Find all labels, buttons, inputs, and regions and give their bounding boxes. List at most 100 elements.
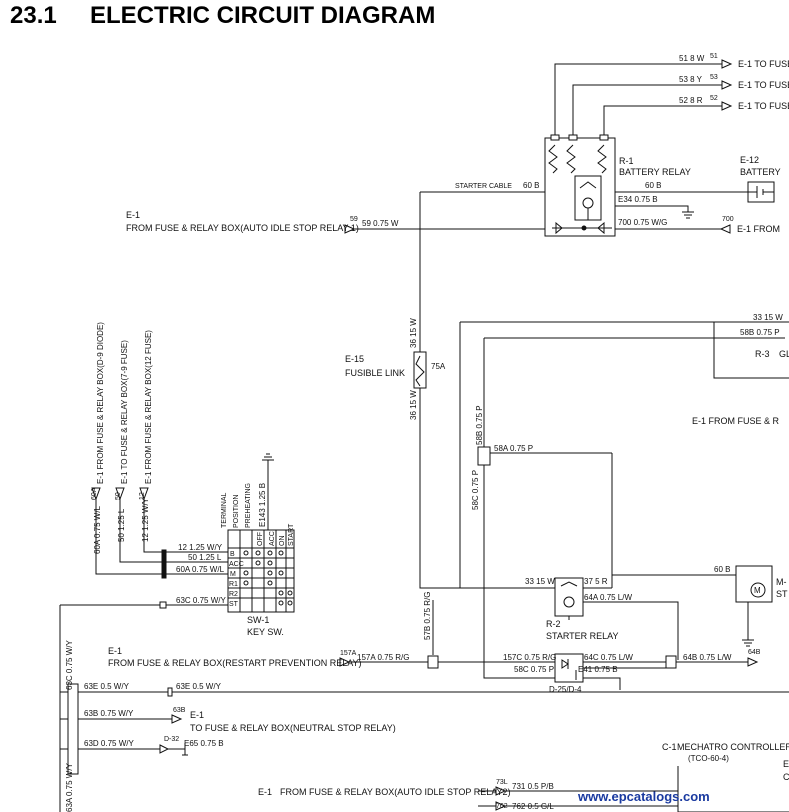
page-title: ELECTRIC CIRCUIT DIAGRAM bbox=[90, 2, 436, 29]
motor-name: ST bbox=[776, 589, 788, 599]
vsrc-12-pin: 12 bbox=[139, 492, 146, 500]
restart-wire: 157A 0.75 R/G bbox=[357, 653, 409, 662]
pin-700: 700 bbox=[722, 216, 734, 223]
battery-relay-id: R-1 bbox=[619, 156, 634, 166]
bus-dest-63b: TO FUSE & RELAY BOX(NEUTRAL STOP RELAY) bbox=[190, 723, 396, 733]
bus-wire-63d: 63D 0.75 W/Y bbox=[84, 739, 134, 748]
ks-col-acc: ACC bbox=[269, 531, 276, 546]
bus-pin-63b: 63B bbox=[173, 707, 186, 714]
ks-col-start: START bbox=[288, 523, 295, 546]
bus-wire-63b: 63B 0.75 W/Y bbox=[84, 709, 134, 718]
wire-58a: 58A 0.75 P bbox=[494, 444, 533, 453]
bus-wire-e65: E65 0.75 B bbox=[184, 739, 224, 748]
vsrc-50-wire: 50 1.25 L bbox=[117, 508, 126, 542]
vsrc-12-wire: 12 1.25 W/Y bbox=[141, 497, 150, 542]
ks-row-r1: R1 bbox=[229, 581, 238, 588]
controller-id: C-1 bbox=[662, 742, 677, 752]
wire-59: 59 0.75 W bbox=[362, 219, 399, 228]
starter-relay: 33 15 W 37 5 R 64A 0.75 L/W 57B 0.75 R/G… bbox=[423, 577, 679, 660]
auto-idle2-src: E-1 bbox=[258, 787, 272, 797]
wire-36-bottom: 36 15 W bbox=[409, 390, 418, 420]
starter-motor: M 60 B M- ST bbox=[611, 453, 788, 647]
starter-cable-label: STARTER CABLE bbox=[455, 183, 512, 190]
auto-idle2-bottom-pin: 762 bbox=[496, 803, 508, 810]
glow-name: GLO bbox=[779, 349, 789, 359]
key-switch-name: KEY SW. bbox=[247, 627, 284, 637]
glow-relay: 33 15 W 58B 0.75 P R-3 GLO E-1 FROM FUSE… bbox=[459, 313, 789, 588]
bus-wire-63e-left: 63E 0.5 W/Y bbox=[84, 682, 130, 691]
section-number: 23.1 bbox=[10, 2, 57, 29]
ks-row-acc: ACC bbox=[229, 561, 244, 568]
vsrc-60a-dest: E-1 FROM FUSE & RELAY BOX(D-9 DIODE) bbox=[96, 322, 105, 484]
bus-d32: D-32 bbox=[164, 736, 179, 743]
ks-row-b: B bbox=[230, 551, 235, 558]
controller-name: MECHATRO CONTROLLER bbox=[677, 742, 789, 752]
wire-label-53: 53 8 Y bbox=[679, 75, 703, 84]
motor-wire-60b: 60 B bbox=[714, 565, 730, 574]
auto-idle2-src-name: FROM FUSE & RELAY BOX(AUTO IDLE STOP REL… bbox=[280, 787, 511, 797]
fusible-link: E-15 FUSIBLE LINK 75A 36 15 W 36 15 W bbox=[345, 192, 555, 589]
wire-58b-vert: 58B 0.75 P bbox=[475, 405, 484, 445]
watermark: www.epcatalogs.com bbox=[577, 789, 710, 804]
diode-wire-64b: 64B 0.75 L/W bbox=[683, 653, 732, 662]
motor-id: M- bbox=[776, 577, 787, 587]
pin-59: 59 bbox=[350, 216, 358, 223]
pin-52: 52 bbox=[710, 95, 718, 102]
wire-60b-right: 60 B bbox=[645, 181, 661, 190]
vsrc-60a-pin: 60A bbox=[91, 487, 98, 500]
ks-row-st: ST bbox=[229, 601, 239, 608]
ks-row-r2: R2 bbox=[229, 591, 238, 598]
sr-wire-33: 33 15 W bbox=[525, 577, 555, 586]
battery-relay: R-1 BATTERY RELAY STARTER CABLE 60 B 60 … bbox=[455, 134, 691, 237]
diode-wire-e41: E41 0.75 B bbox=[578, 665, 618, 674]
glow-id: R-3 bbox=[755, 349, 770, 359]
wire-e34: E34 0.75 B bbox=[618, 195, 658, 204]
bus-wire-63c: 63C 0.75 W/Y bbox=[65, 640, 74, 690]
wire-60b-left: 60 B bbox=[523, 181, 539, 190]
idle-stop-wire: E-1 FROM FUSE & RELAY BOX(AUTO IDLE STOP… bbox=[126, 210, 545, 234]
auto-idle2-bottom-wire: 762 0.5 G/L bbox=[512, 802, 554, 811]
auto-idle2-wire: 731 0.5 P/B bbox=[512, 782, 554, 791]
diode-wire-157c: 157C 0.75 R/G bbox=[503, 653, 556, 662]
vsrc-50-dest: E-1 TO FUSE & RELAY BOX(7-9 FUSE) bbox=[120, 340, 129, 484]
battery-name: BATTERY bbox=[740, 167, 781, 177]
vsrc-60a-wire: 60A 0.75 W/L bbox=[93, 505, 102, 554]
ground-e34 bbox=[615, 205, 694, 219]
ks-col-on: ON bbox=[279, 536, 286, 547]
sr-wire-57b: 57B 0.75 R/G bbox=[423, 592, 432, 640]
diode-wire-64c: 64C 0.75 L/W bbox=[584, 653, 633, 662]
fuse-right-label: E-1 FROM FUSE & R bbox=[692, 416, 780, 426]
bus-dest-63b-id: E-1 bbox=[190, 710, 204, 720]
fusible-link-rating: 75A bbox=[431, 362, 446, 371]
dest-51: E-1 TO FUSE & bbox=[738, 59, 789, 69]
ks-col-preheating: PREHEATING bbox=[245, 483, 252, 528]
glow-wire-58b: 58B 0.75 P bbox=[740, 328, 780, 337]
wire-label-51: 51 8 W bbox=[679, 54, 705, 63]
ks-wire-63c: 63C 0.75 W/Y bbox=[176, 596, 226, 605]
dest-52: E-1 TO FUSE & bbox=[738, 101, 789, 111]
controller-pin-a: E bbox=[783, 759, 789, 769]
diode-pin-64b: 64B bbox=[748, 649, 761, 656]
ks-col-off: OFF bbox=[257, 532, 264, 546]
dest-700: E-1 FROM bbox=[737, 224, 780, 234]
vsrc-50-pin: 50 bbox=[115, 492, 122, 500]
left-bus: 63C 0.75 W/Y 63A 0.75 W/Y 63E 0.5 W/Y 63… bbox=[59, 605, 789, 812]
fusible-link-name: FUSIBLE LINK bbox=[345, 368, 405, 378]
vsrc-12-dest: E-1 FROM FUSE & RELAY BOX(12 FUSE) bbox=[144, 330, 153, 484]
restart-pin: 157A bbox=[340, 650, 357, 657]
pin-51: 51 bbox=[710, 53, 718, 60]
bus-wire-63e-right: 63E 0.5 W/Y bbox=[176, 682, 222, 691]
battery: E-12 BATTERY bbox=[740, 155, 781, 203]
bus-wire-63a: 63A 0.75 W/Y bbox=[65, 762, 74, 812]
idle-stop-src-name: FROM FUSE & RELAY BOX(AUTO IDLE STOP REL… bbox=[126, 223, 359, 233]
ks-wire-e143: E143 1.25 B bbox=[258, 483, 267, 527]
dest-53: E-1 TO FUSE & bbox=[738, 80, 789, 90]
starter-relay-name: STARTER RELAY bbox=[546, 631, 619, 641]
idle-stop-src: E-1 bbox=[126, 210, 140, 220]
sr-wire-64a: 64A 0.75 L/W bbox=[584, 593, 632, 602]
wire-700: 700 0.75 W/G bbox=[618, 218, 667, 227]
wire-label-52: 52 8 R bbox=[679, 96, 703, 105]
top-output-wires: 51 8 W 51 E-1 TO FUSE & 53 8 Y 53 E-1 TO… bbox=[554, 53, 789, 138]
pin-53: 53 bbox=[710, 74, 718, 81]
